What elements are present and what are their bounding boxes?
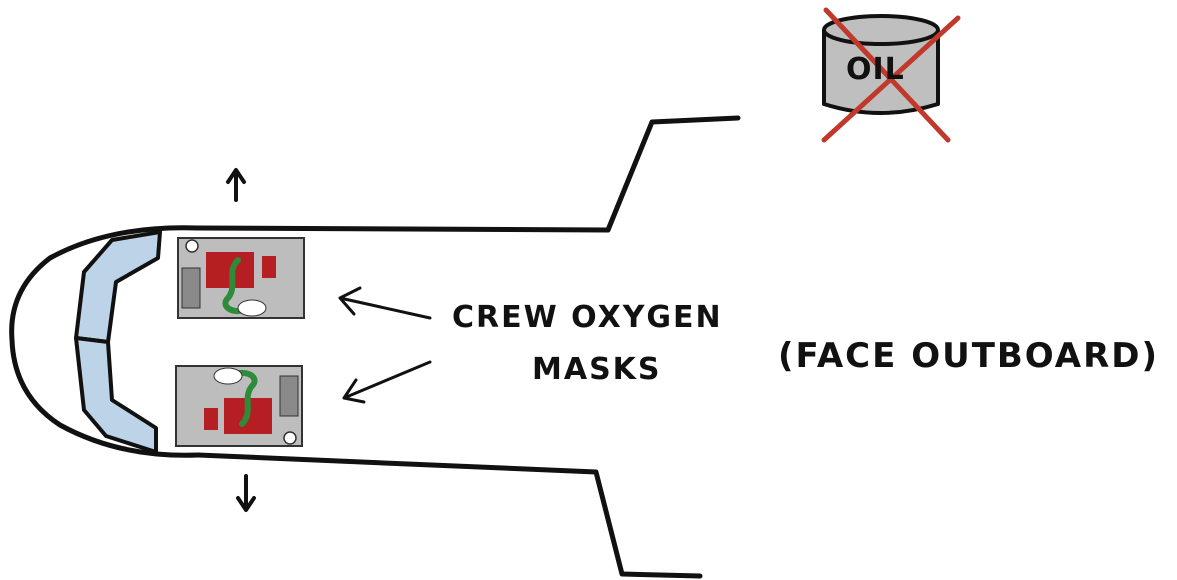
masks-label: MASKS xyxy=(532,352,662,387)
oxygen-mask-panel-upper xyxy=(177,237,305,319)
oil-label: OIL xyxy=(846,52,905,87)
arrow-to-lower-panel xyxy=(342,360,432,404)
arrow-up-icon xyxy=(226,168,246,202)
crew-oxygen-label: CREW OXYGEN xyxy=(452,300,723,335)
fuselage-outline xyxy=(9,115,741,579)
window-upper xyxy=(74,230,162,344)
pointer-arrows xyxy=(338,286,432,404)
cockpit-windows xyxy=(74,230,162,454)
oxygen-mask-panel-lower xyxy=(175,365,303,447)
arrow-down-icon xyxy=(236,474,256,512)
arrow-to-upper-panel xyxy=(338,286,432,320)
window-lower xyxy=(74,336,158,454)
face-outboard-label: (FACE OUTBOARD) xyxy=(778,336,1160,376)
red-x-icon xyxy=(821,7,961,143)
